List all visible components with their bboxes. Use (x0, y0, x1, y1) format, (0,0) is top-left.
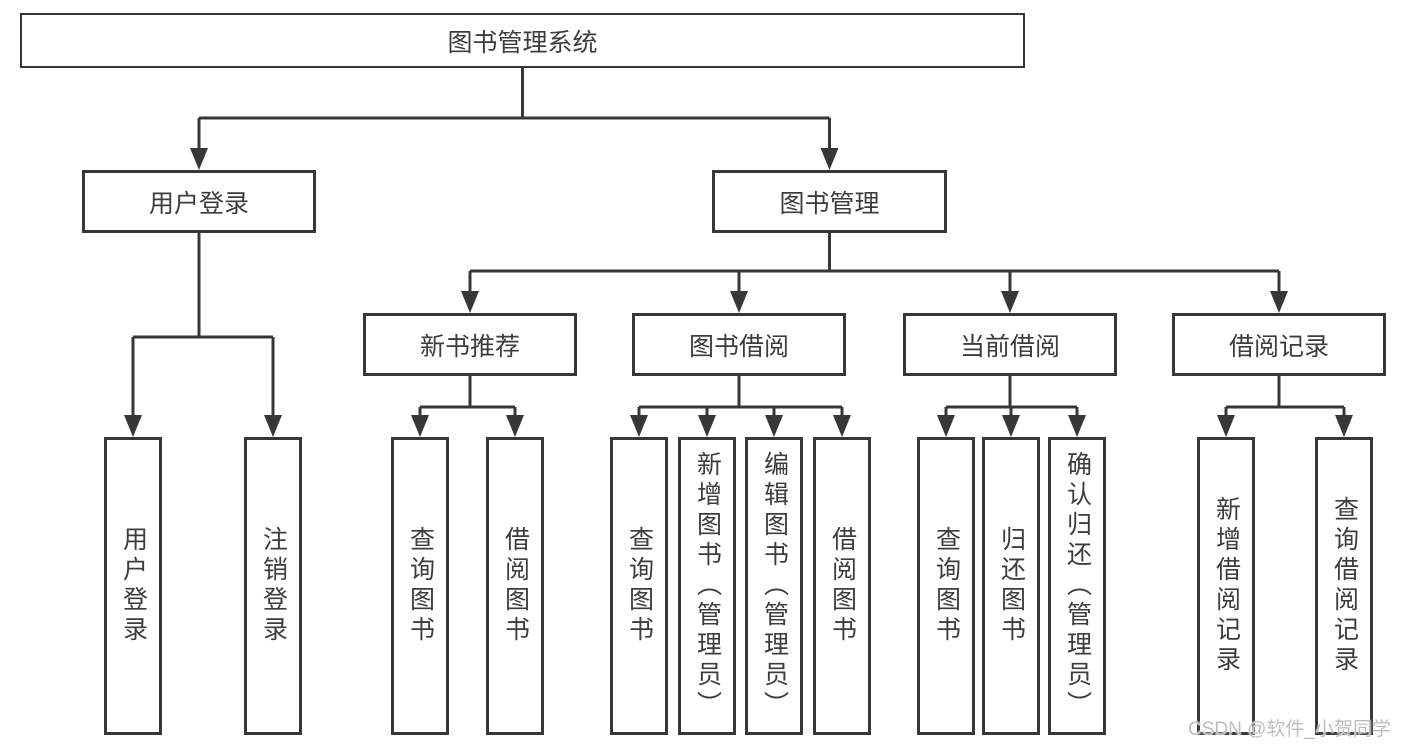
leaf-current-return-book: 归还图书 (982, 437, 1040, 735)
node-label: 查询图书 (932, 526, 961, 646)
node-label: 图书管理 (779, 189, 880, 218)
node-book-borrow: 图书借阅 (632, 313, 846, 376)
leaf-newbook-query-book: 查询图书 (391, 437, 449, 735)
node-new-book-recommend: 新书推荐 (363, 313, 577, 376)
node-label: 新书推荐 (419, 332, 520, 361)
node-label: 借阅记录 (1228, 332, 1329, 361)
node-label: 借阅图书 (828, 526, 857, 646)
watermark: CSDN @软件_小贺同学 (1188, 719, 1391, 740)
node-user-login: 用户登录 (82, 170, 316, 233)
node-label: 归还图书 (997, 526, 1026, 646)
node-label: 查询借阅记录 (1330, 496, 1359, 676)
node-label: 注销登录 (259, 526, 288, 646)
leaf-record-query-borrow-record: 查询借阅记录 (1315, 437, 1373, 735)
leaf-user-login: 用户登录 (104, 437, 162, 735)
node-label: 借阅图书 (501, 526, 530, 646)
node-root-system: 图书管理系统 (20, 13, 1025, 68)
node-current-borrow: 当前借阅 (903, 313, 1117, 376)
node-label: 当前借阅 (959, 332, 1060, 361)
tree-edges (131, 68, 1346, 417)
node-label: 用户登录 (119, 526, 148, 646)
node-label: 查询图书 (625, 526, 654, 646)
node-borrow-record: 借阅记录 (1172, 313, 1386, 376)
leaf-borrow-add-book-admin: 新增图书（管理员） (678, 437, 736, 735)
leaf-current-query-book: 查询图书 (917, 437, 975, 735)
node-label: 用户登录 (148, 189, 249, 218)
node-label: 确认归还（管理员） (1063, 451, 1092, 721)
leaf-newbook-borrow-book: 借阅图书 (486, 437, 544, 735)
leaf-logout-login: 注销登录 (244, 437, 302, 735)
leaf-borrow-borrow-book: 借阅图书 (813, 437, 871, 735)
node-label: 新增图书（管理员） (693, 451, 722, 721)
leaf-record-add-borrow-record: 新增借阅记录 (1197, 437, 1255, 735)
node-label: 图书管理系统 (447, 28, 598, 57)
node-label: 新增借阅记录 (1212, 496, 1241, 676)
leaf-borrow-query-book: 查询图书 (610, 437, 668, 735)
node-book-management: 图书管理 (712, 170, 947, 233)
node-label: 查询图书 (406, 526, 435, 646)
leaf-current-confirm-return-admin: 确认归还（管理员） (1048, 437, 1106, 735)
leaf-borrow-edit-book-admin: 编辑图书（管理员） (745, 437, 803, 735)
arrowheads (124, 148, 1353, 437)
node-label: 图书借阅 (688, 332, 789, 361)
node-label: 编辑图书（管理员） (760, 451, 789, 721)
